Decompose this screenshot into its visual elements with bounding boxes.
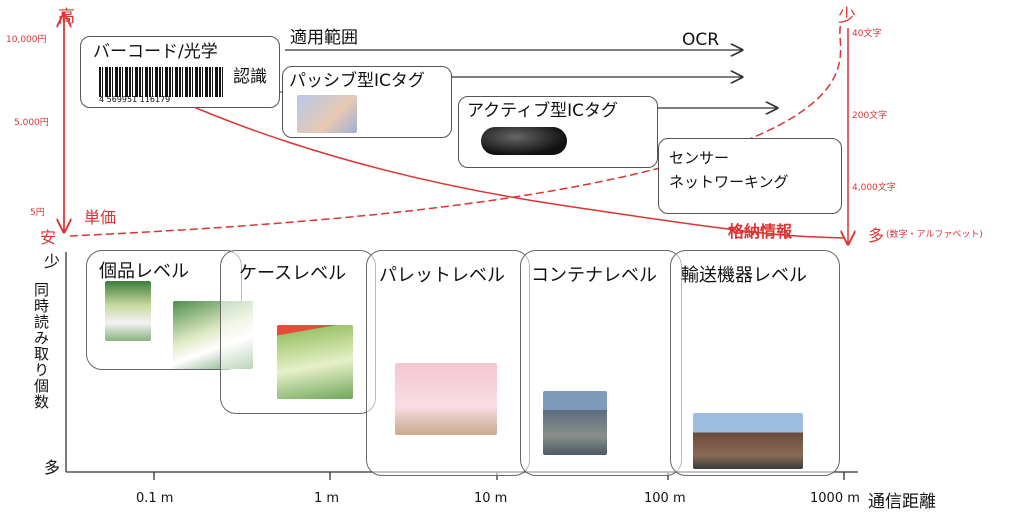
storage-many-label: 多 [868,226,885,245]
sensor-network-box: センサー ネットワーキング [658,138,842,214]
level-transport-label: 輸送機器レベル [681,265,807,286]
pallet-photo [395,363,497,435]
sensor-label-1: センサー [669,149,730,167]
price-5000-label: 5,000円 [14,118,49,128]
storage-info-curve [69,21,843,237]
ocr-label: OCR [682,30,720,50]
sensor-label-2: ネットワーキング [669,173,789,191]
barcode-icon [99,67,223,97]
tick-label-3: 100 m [644,491,686,506]
level-item-box: 個品レベル [86,250,253,370]
level-container-box: コンテナレベル [520,250,682,476]
passive-tag-box: パッシブ型ICタグ [282,66,452,138]
level-item-label: 個品レベル [99,261,189,282]
case-photo [277,325,353,399]
passive-tag-photo [297,95,357,133]
container-photo [543,391,607,455]
train-photo [693,413,803,469]
level-container-label: コンテナレベル [531,265,657,286]
tick-label-0: 0.1 m [136,491,174,506]
level-pallet-box: パレットレベル [366,250,530,476]
barcode-box: バーコード/光学 認識 4 569951 116179 [80,36,280,108]
barcode-label-2: 認識 [233,67,267,87]
storage-40-label: 40文字 [852,29,882,39]
can-photo [105,281,151,341]
level-case-label: ケースレベル [239,263,347,284]
y-many-label: 多 [44,458,61,477]
tick-label-4: 1000 m [810,491,860,506]
storage-200-label: 200文字 [852,111,888,121]
y-axis-title: 同時読み取り個数 [32,282,50,410]
y-few-label: 少 [44,252,61,271]
unit-price-label: 単価 [84,208,117,227]
active-tag-box: アクティブ型ICタグ [458,96,658,168]
level-transport-box: 輸送機器レベル [670,250,840,476]
tick-label-2: 10 m [474,491,508,506]
storage-4000-label: 4,000文字 [852,183,896,193]
level-case-box: ケースレベル [220,250,376,414]
storage-info-label: 格納情報 [728,222,793,241]
barcode-label-1: バーコード/光学 [93,42,218,62]
price-low-label: 安 [40,228,57,247]
price-5-label: 5円 [30,208,45,218]
storage-many-note: (数字・アルファベット) [886,230,983,240]
price-high-label: 高 [58,7,75,27]
barcode-digits: 4 569951 116179 [99,95,171,104]
active-tag-photo [481,127,567,155]
applicable-range-label: 適用範囲 [290,28,358,48]
passive-tag-label: パッシブ型ICタグ [289,71,425,91]
storage-few-label: 少 [838,6,856,27]
price-10000-label: 10,000円 [6,35,47,45]
level-pallet-label: パレットレベル [379,265,505,286]
active-tag-label: アクティブ型ICタグ [467,101,619,121]
x-axis-title: 通信距離 [868,492,936,512]
tick-label-1: 1 m [314,491,340,506]
